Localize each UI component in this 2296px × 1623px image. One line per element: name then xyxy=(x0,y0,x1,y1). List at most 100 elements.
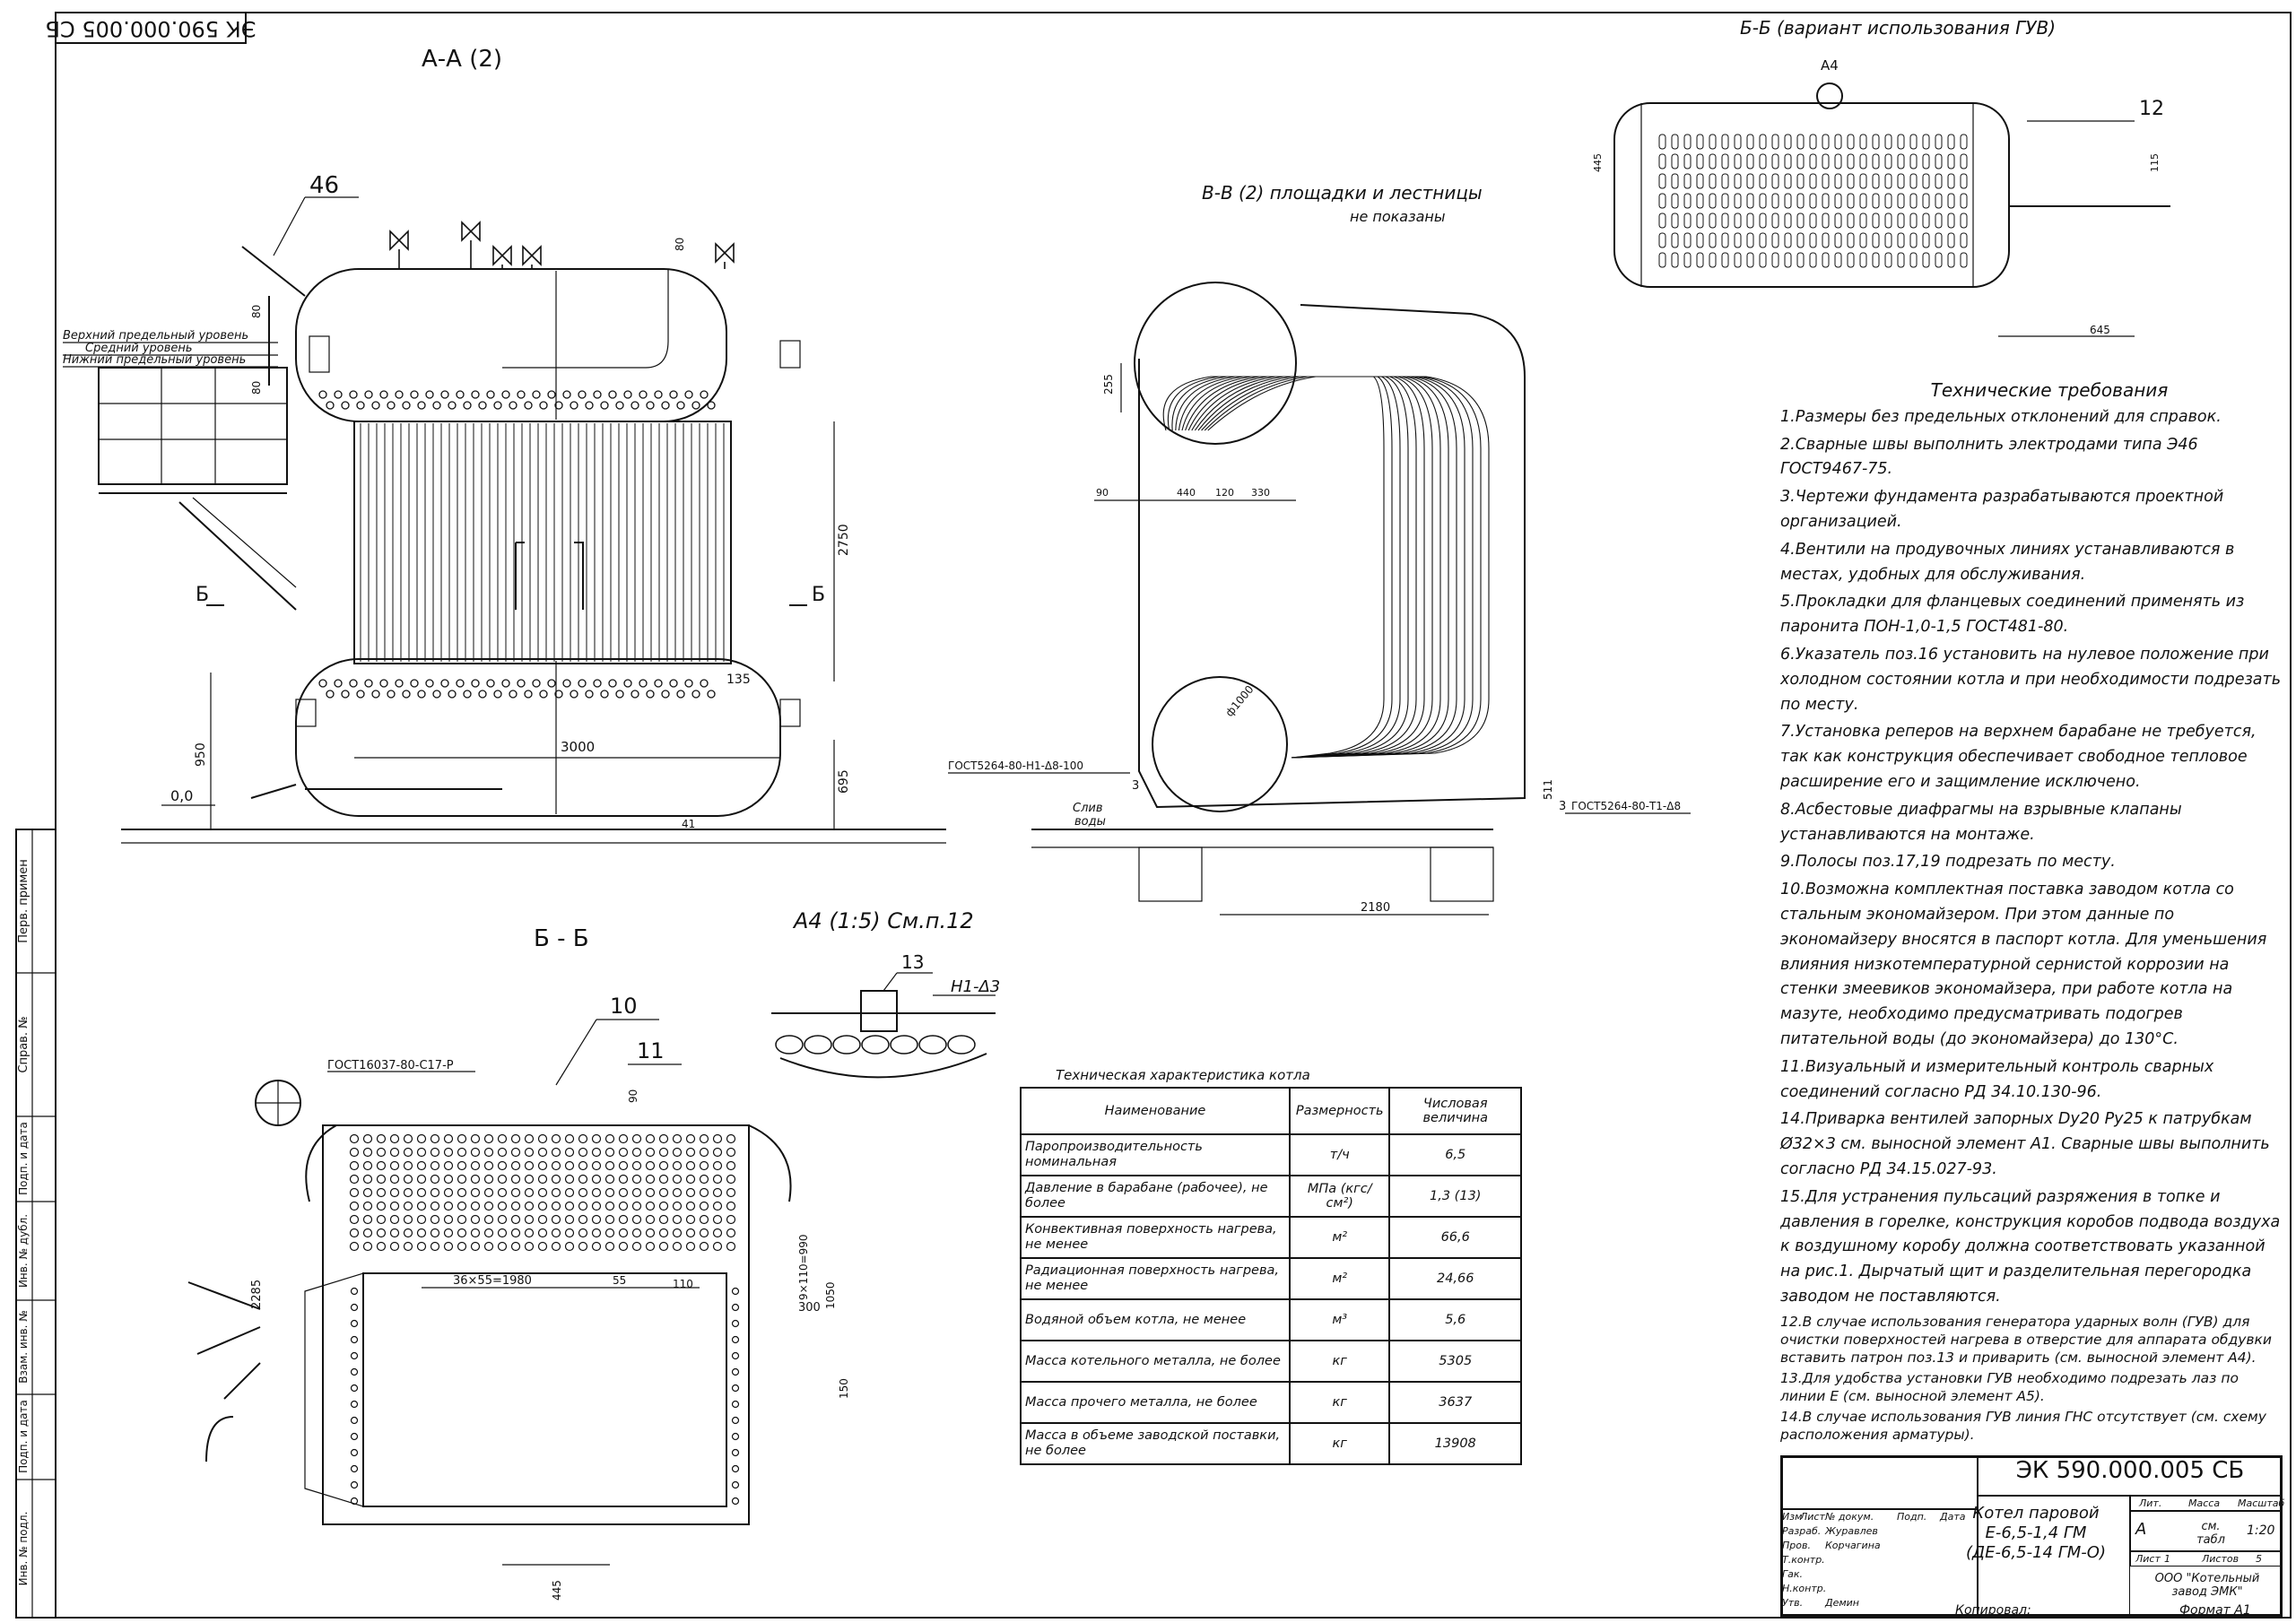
drum-hole xyxy=(623,390,632,399)
title-name: Котел паровой Е-6,5-1,4 ГМ (ДЕ-6,5-14 ГМ… xyxy=(1960,1504,2112,1563)
drum-hole xyxy=(425,390,434,399)
a4-roller xyxy=(947,1035,976,1055)
valve-symbol xyxy=(715,242,735,264)
bb-hole xyxy=(699,1160,709,1171)
side-stamps: Перв. примен Справ. № Подп. и дата Инв. … xyxy=(15,829,57,1619)
bb-hole xyxy=(645,1201,656,1211)
bbv-tube xyxy=(1759,193,1767,209)
bb-hole xyxy=(712,1174,723,1185)
a4-roller xyxy=(918,1035,947,1055)
bb-hole xyxy=(551,1201,561,1211)
bbv-tube xyxy=(1784,193,1792,209)
bb-hole xyxy=(685,1174,696,1185)
vv-dim-120: 120 xyxy=(1215,487,1234,499)
bb-hole xyxy=(376,1147,387,1158)
bb-hole xyxy=(389,1201,400,1211)
drum-hole xyxy=(371,690,380,699)
bbv-tube xyxy=(1872,173,1880,189)
drum-hole xyxy=(341,690,350,699)
bb-hole xyxy=(430,1228,440,1238)
bb-hole xyxy=(699,1241,709,1252)
bb-hole xyxy=(457,1241,467,1252)
a4-roller xyxy=(832,1035,861,1055)
drum-hole xyxy=(623,679,632,688)
view-vv: В-В (2) площадки и лестницы не показаны … xyxy=(948,182,1691,916)
bb-hole xyxy=(631,1241,642,1252)
bb-hole xyxy=(362,1214,373,1225)
bbv-tube xyxy=(1859,134,1867,150)
char-unit: т/ч xyxy=(1288,1133,1391,1176)
bbv-tube xyxy=(1721,232,1729,248)
upper-drum xyxy=(295,268,727,422)
bb-hole xyxy=(457,1201,467,1211)
bb-outer-body xyxy=(322,1124,750,1525)
drum-hole xyxy=(600,690,609,699)
bb-hole xyxy=(430,1214,440,1225)
bb-hole xyxy=(350,1432,359,1441)
bb-hole xyxy=(631,1133,642,1144)
bbv-tube xyxy=(1960,173,1968,189)
bb-dim-445: 445 xyxy=(551,1580,563,1601)
mass-label: Масса xyxy=(2188,1497,2221,1509)
bbv-tube xyxy=(1834,193,1842,209)
bb-hole xyxy=(416,1241,427,1252)
bbv-tube xyxy=(1683,134,1692,150)
bb-dim-110: 110 xyxy=(673,1278,693,1290)
bbv-tube xyxy=(1746,153,1754,169)
bbv-tube xyxy=(1696,134,1704,150)
drum-hole xyxy=(639,679,648,688)
pos11: 11 xyxy=(637,1038,665,1063)
bb-hole xyxy=(483,1214,494,1225)
bb-hole xyxy=(726,1214,736,1225)
bbv-tube xyxy=(1784,252,1792,268)
char-name: Давление в барабане (рабочее), не более xyxy=(1020,1175,1291,1218)
bbv-tube xyxy=(1935,213,1943,229)
drum-hole xyxy=(684,390,693,399)
bb-hole xyxy=(524,1187,535,1198)
bbv-tube xyxy=(1960,153,1968,169)
drum-hole xyxy=(417,690,426,699)
drum-hole xyxy=(356,401,365,410)
bbv-tube xyxy=(1897,173,1905,189)
requirements-title: Технические требования xyxy=(1930,379,2169,401)
bb-hole xyxy=(350,1287,359,1296)
bbv-tube xyxy=(1897,232,1905,248)
name-1: Корчагина xyxy=(1825,1540,1881,1551)
bbv-tube xyxy=(1696,232,1704,248)
bbv-tube xyxy=(1696,153,1704,169)
bb-dim-150: 150 xyxy=(838,1378,850,1399)
drum-hole xyxy=(509,401,517,410)
bb-hole xyxy=(578,1214,588,1225)
bbv-tube xyxy=(1822,252,1830,268)
bb-hole xyxy=(631,1160,642,1171)
bbv-tube xyxy=(1909,134,1918,150)
bbv-tube xyxy=(1734,193,1742,209)
drum-hole xyxy=(639,390,648,399)
drum-hole xyxy=(440,679,449,688)
bb-hole xyxy=(618,1214,629,1225)
bbv-tube xyxy=(1734,173,1742,189)
bb-hole xyxy=(564,1214,575,1225)
sheets-label: Листов xyxy=(2202,1553,2239,1565)
bbv-a4-label: А4 xyxy=(1821,57,1839,74)
bbv-tube xyxy=(1709,134,1717,150)
drum-hole xyxy=(486,679,495,688)
bb-hole xyxy=(497,1187,508,1198)
bb-hole xyxy=(618,1133,629,1144)
bb-hole xyxy=(591,1241,602,1252)
bb-hole xyxy=(497,1133,508,1144)
lower-drum xyxy=(295,658,781,817)
bbv-tube xyxy=(1872,134,1880,150)
bb-hole xyxy=(631,1228,642,1238)
bbv-tube xyxy=(1884,232,1892,248)
bb-hole xyxy=(524,1147,535,1158)
bb-hole xyxy=(731,1351,740,1360)
bb-hole xyxy=(672,1147,683,1158)
bb-hole xyxy=(726,1147,736,1158)
scale-value: 1:20 xyxy=(2247,1523,2275,1538)
vv-dim-1000: ф1000 xyxy=(1223,683,1257,719)
table-row: Радиационная поверхность нагрева, не мен… xyxy=(1020,1257,1522,1300)
drum-hole xyxy=(554,690,563,699)
tube-loop xyxy=(1181,376,1449,759)
bb-hole xyxy=(658,1201,669,1211)
